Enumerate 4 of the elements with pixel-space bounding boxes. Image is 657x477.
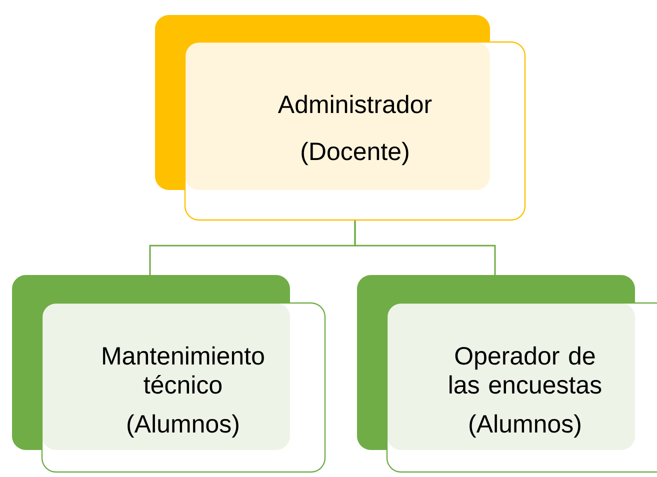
org-box: Administrador (Docente) — [155, 15, 526, 221]
org-box: Operador de las encuestas (Alumnos) — [357, 275, 657, 473]
connector-line — [354, 220, 496, 275]
org-box: Mantenimiento técnico (Alumnos) — [12, 275, 326, 473]
